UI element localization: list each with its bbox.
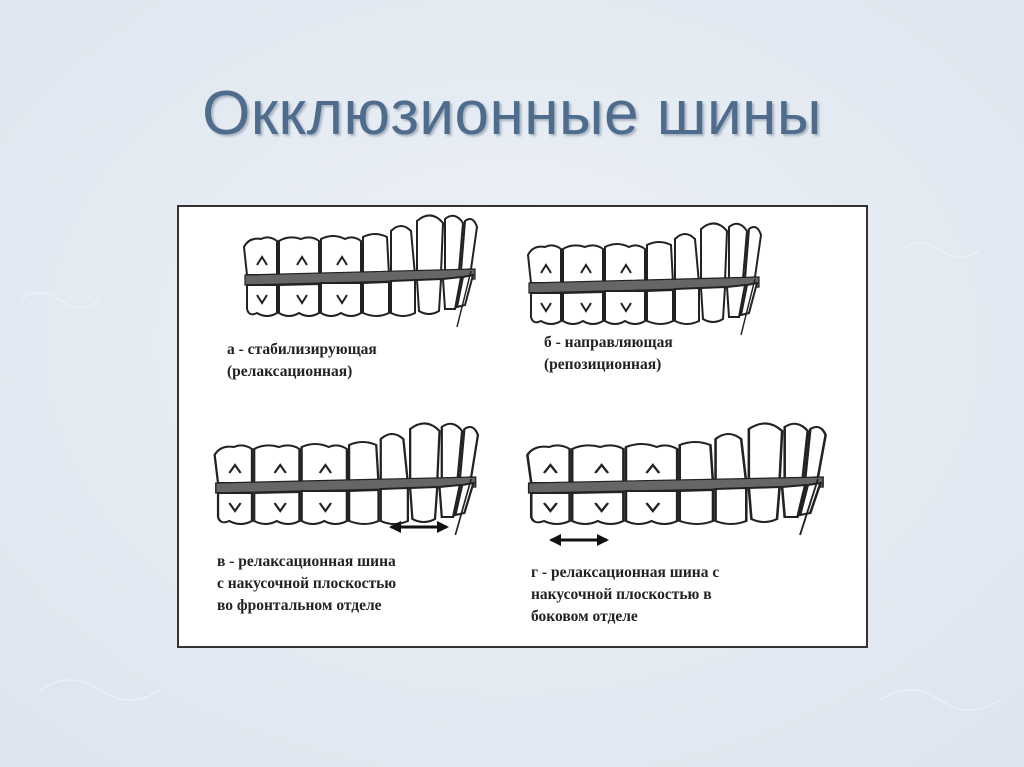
- caption-b-line1: б - направляющая: [544, 334, 673, 351]
- caption-g-line2: накусочной плоскостью в: [531, 586, 712, 603]
- caption-a-line2: (релаксационная): [227, 363, 353, 380]
- caption-g-line1: г - релаксационная шина с: [531, 564, 720, 581]
- slide-title: Окклюзионные шины: [202, 79, 822, 148]
- caption-a-line1: а - стабилизирующая: [227, 341, 377, 358]
- occlusal-splints-figure: а - стабилизирующая (релаксационная) б -…: [177, 205, 868, 648]
- jaw-illustration-g: [526, 422, 827, 548]
- caption-b: б - направляющая (репозиционная): [544, 332, 673, 376]
- caption-g: г - релаксационная шина с накусочной пло…: [531, 562, 719, 628]
- caption-v-line1: в - релаксационная шина: [217, 553, 396, 570]
- caption-v-line3: во фронтальном отделе: [217, 597, 382, 614]
- jaw-illustration-b: [527, 222, 762, 336]
- caption-g-line3: боковом отделе: [531, 608, 638, 625]
- jaw-illustration-v: [213, 422, 480, 537]
- caption-b-line2: (репозиционная): [544, 356, 662, 373]
- caption-a: а - стабилизирующая (релаксационная): [227, 339, 377, 383]
- caption-v: в - релаксационная шина с накусочной пло…: [217, 551, 396, 617]
- caption-v-line2: с накусочной плоскостью: [217, 575, 397, 592]
- jaw-illustration-a: [243, 214, 478, 328]
